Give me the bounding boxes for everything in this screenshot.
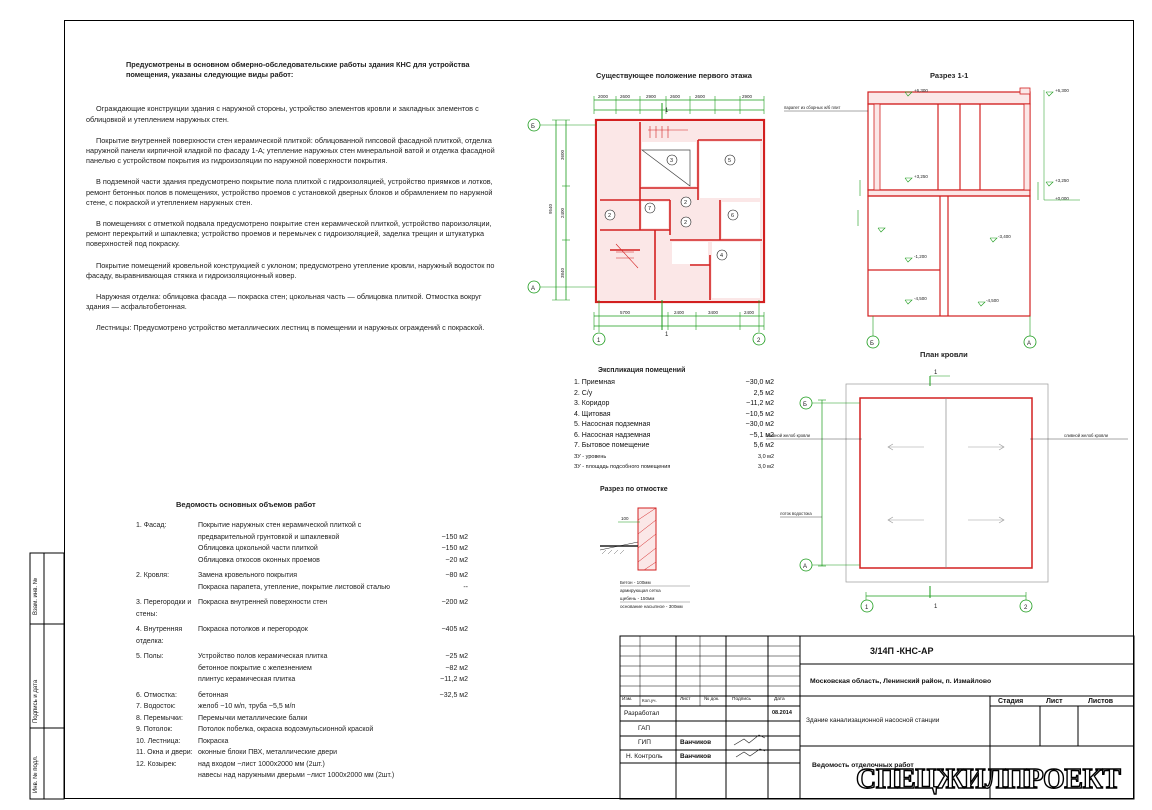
svg-text:1: 1 [934, 604, 938, 610]
axis-label: Б [870, 341, 874, 347]
section-view: +6,300 +6,300 +3,250 +3,250 +0,000 -1,20… [784, 87, 1080, 349]
roof-note: сливной желоб кровли [766, 433, 811, 438]
dim-label: 2000 [598, 94, 609, 99]
note-paragraph: В подземной части здания предусмотрено п… [86, 177, 493, 207]
note-paragraph: Наружная отделка: облицовка фасада — пок… [86, 292, 482, 312]
svg-text:4: 4 [720, 253, 723, 259]
axis-label: Б [803, 402, 807, 408]
note-paragraph: Лестницы: Предусмотрено устройство метал… [96, 323, 485, 333]
side-stamp: Инв. № подл. Подпись и дата Взам. инв. № [33, 577, 39, 793]
title-block: 3/14П -КНС-АР Московская область, Ленинс… [622, 646, 1114, 769]
dim-label: 5700 [620, 310, 631, 315]
svg-text:6: 6 [731, 213, 734, 219]
drawing-frame [64, 20, 1134, 799]
roof-title: План кровли [920, 350, 968, 359]
roof-note: лоток водостока [780, 511, 812, 516]
drawing-code: 3/14П -КНС-АР [870, 646, 934, 656]
axis-label: 2 [757, 338, 761, 344]
general-notes: Предусмотрены в основном обмерно-обследо… [86, 60, 496, 345]
axis-label: А [531, 286, 535, 292]
axis-label: 2 [1024, 605, 1028, 611]
dim-label: 9540 [548, 203, 553, 214]
detail-note: армирующая сетка [620, 588, 661, 593]
level-mark: -4,500 [914, 296, 927, 301]
plan-title: Существующее положение первого этажа [596, 71, 753, 80]
date: 08.2014 [772, 710, 792, 716]
volumes-list: 1. Фасад:Покрытие наружных стен керамиче… [136, 522, 468, 779]
object-name: Здание канализационной насосной станции [806, 717, 940, 724]
dim-label: 3400 [708, 310, 719, 315]
dim-label: 2400 [674, 310, 685, 315]
company-logo: СПЕЦЖИЛПРОЕКТ [855, 763, 1121, 795]
svg-text:1: 1 [665, 332, 669, 338]
legend-title: Экспликация помещений [598, 366, 685, 374]
title-block-grid [619, 635, 1135, 800]
svg-text:2: 2 [608, 213, 611, 219]
notes-intro: Предусмотрены в основном обмерно-обследо… [126, 60, 470, 80]
svg-text:2: 2 [684, 220, 687, 226]
role-developer: Разработал [624, 710, 660, 717]
axis-label: А [1027, 341, 1031, 347]
detail-title: Разрез по отмостке [600, 486, 668, 493]
axis-label: 1 [597, 338, 601, 344]
floor-plan: 2000 2600 2900 2600 2600 2900 1 [527, 94, 766, 346]
section-title: Разрез 1-1 [930, 71, 968, 80]
role-gap: ГАП [638, 725, 651, 732]
dim-label: 2900 [742, 94, 753, 99]
level-mark: +3,250 [1055, 178, 1069, 183]
level-mark: +6,300 [914, 88, 928, 93]
dim-label: 2400 [744, 310, 755, 315]
svg-text:7: 7 [648, 206, 651, 212]
roof-note: сливной желоб кровли [1064, 433, 1109, 438]
note-paragraph: В помещениях с отметкой подвала предусмо… [86, 219, 492, 249]
detail-note: Бетон - 100мм [620, 580, 651, 585]
dim-label: 2400 [560, 207, 565, 218]
level-mark: -1,200 [914, 254, 927, 259]
axis-label: А [803, 564, 807, 570]
svg-text:3: 3 [670, 158, 673, 164]
note-paragraph: Покрытие помещений кровельной конструкци… [86, 260, 495, 280]
sheet-name: Ведомость отделочных работ [812, 762, 914, 769]
dim-label: 2600 [620, 94, 631, 99]
dim-label: 2600 [695, 94, 706, 99]
svg-text:1: 1 [665, 108, 669, 114]
note-paragraph: Покрытие внутренней поверхности стен кер… [86, 135, 495, 166]
level-mark: -3,400 [998, 234, 1011, 239]
svg-text:2: 2 [684, 200, 687, 206]
level-mark: +3,250 [914, 174, 928, 179]
detail-note: щебень - 150мм [620, 596, 654, 601]
level-mark: +6,300 [1055, 88, 1069, 93]
role-gip: ГИП [638, 739, 651, 746]
svg-text:1: 1 [934, 370, 938, 376]
section-note: парапет из сборных ж/б плит [784, 105, 841, 110]
side-block-grid [29, 552, 65, 800]
dim-label: 2900 [646, 94, 657, 99]
svg-text:5: 5 [728, 158, 731, 164]
note-paragraph: Ограждающие конструкции здания с наружно… [86, 104, 479, 124]
project-address: Московская область, Ленинский район, п. … [810, 678, 992, 685]
axis-label: 1 [865, 605, 869, 611]
dim-label: 2600 [670, 94, 681, 99]
dim-label: 3600 [560, 149, 565, 160]
role-control: Н. Контроль [626, 753, 663, 760]
level-mark: +0,000 [1055, 196, 1069, 201]
detail-note: основание насыпное - 300мм [620, 604, 683, 609]
level-mark: -4,500 [986, 298, 999, 303]
volumes-title: Ведомость основных объемов работ [176, 500, 316, 509]
axis-label: Б [531, 124, 535, 130]
roof-plan: 1 1 Б А 1 2 сливной желоб кровли лоток [766, 370, 1128, 613]
dim-label: 3840 [560, 267, 565, 278]
svg-text:100: 100 [621, 516, 629, 521]
detail-view: 100 Бетон - 100мм армирующая сетка щебен… [599, 507, 690, 609]
